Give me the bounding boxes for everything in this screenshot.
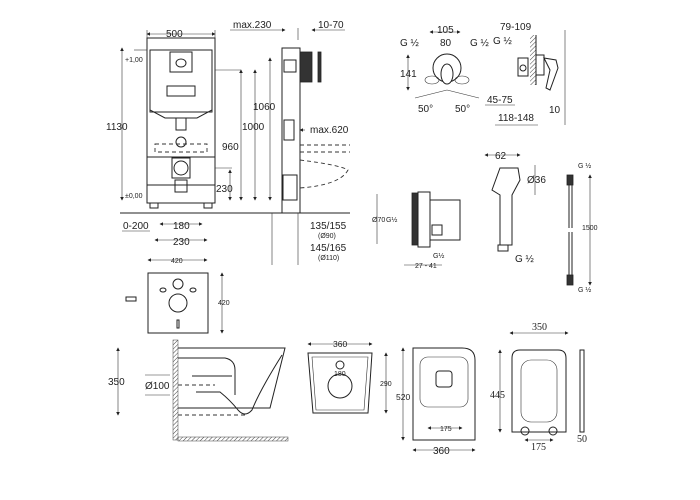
hose-g-bottom: G ½ bbox=[578, 286, 591, 294]
wall-offset-label: 10-70 bbox=[318, 20, 344, 31]
mixer-side-g: G ½ bbox=[493, 36, 513, 47]
hose-g-top: G ½ bbox=[578, 162, 591, 170]
bowl-top-width: 360 bbox=[433, 446, 450, 457]
mixer-side-79-109: 79-109 bbox=[500, 22, 532, 33]
shower-d36: Ø36 bbox=[527, 175, 546, 186]
mixer-height-141: 141 bbox=[400, 69, 417, 80]
level-zero-label: ±0,00 bbox=[125, 193, 143, 200]
seat-drawing: 350 445 175 50 bbox=[490, 322, 587, 453]
hose-drawing: G ½ 1500 G ½ bbox=[566, 162, 598, 294]
elbow-g-out: G½ bbox=[433, 252, 444, 260]
bowl-back-drawing: 360 180 290 bbox=[307, 339, 392, 414]
bowl-side-height: 350 bbox=[108, 377, 125, 388]
frame-front-view: +1,00 ±0,00 1130 960 1000 1060 230 500 1… bbox=[106, 29, 290, 248]
mixer-width-80: 80 bbox=[440, 38, 452, 49]
width-180: 180 bbox=[173, 221, 190, 232]
level-top-label: +1,00 bbox=[125, 57, 143, 64]
seat-thickness: 50 bbox=[577, 434, 587, 445]
pipe-90-diameter: (Ø90) bbox=[318, 233, 336, 240]
hand-shower-drawing: 62 Ø36 G ½ bbox=[484, 151, 546, 265]
mixer-side-118-148: 118-148 bbox=[498, 113, 534, 124]
pad-width: 420 bbox=[171, 258, 183, 265]
mixer-drawing: 105 80 G ½ G ½ 141 50° 50° 45-75 79-109 … bbox=[400, 22, 566, 126]
sound-pad-drawing: 420 420 bbox=[125, 258, 230, 334]
mixer-g-right: G ½ bbox=[470, 38, 490, 49]
bowl-top-bolt: 175 bbox=[440, 426, 452, 433]
mixer-g-left: G ½ bbox=[400, 38, 420, 49]
frame-height-1060: 1060 bbox=[253, 102, 276, 113]
mixer-width-105: 105 bbox=[437, 25, 454, 36]
elbow-g-in: G½ bbox=[386, 216, 397, 224]
angle-left: 50° bbox=[418, 104, 433, 115]
bowl-back-width: 360 bbox=[333, 339, 347, 349]
shower-width-62: 62 bbox=[495, 151, 507, 162]
width-230: 230 bbox=[173, 237, 190, 248]
base-0-200: 0-200 bbox=[123, 221, 149, 232]
mixer-side-10: 10 bbox=[549, 105, 561, 116]
frame-height-960: 960 bbox=[222, 142, 239, 153]
seat-hinge: 175 bbox=[531, 442, 546, 453]
frame-height-1000: 1000 bbox=[242, 122, 265, 133]
frame-side-view: max.230 10-70 max.620 135/155 (Ø90) 145/… bbox=[230, 20, 350, 265]
hose-length: 1500 bbox=[582, 225, 598, 232]
wall-elbow-drawing: Ø70 G½ G½ 27 - 41 bbox=[372, 191, 461, 270]
bowl-top-length: 520 bbox=[396, 392, 410, 402]
pipe-110-dim: 145/165 bbox=[310, 243, 347, 254]
elbow-d70: Ø70 bbox=[372, 217, 385, 224]
elbow-depth: 27 - 41 bbox=[415, 263, 437, 270]
seat-width: 350 bbox=[532, 322, 547, 333]
bowl-back-height: 290 bbox=[380, 381, 392, 388]
shower-g: G ½ bbox=[515, 254, 535, 265]
seat-length: 445 bbox=[490, 390, 505, 401]
max-620-label: max.620 bbox=[310, 125, 349, 136]
frame-height-230: 230 bbox=[216, 184, 233, 195]
angle-right: 50° bbox=[455, 104, 470, 115]
mixer-depth-45-75: 45-75 bbox=[487, 95, 513, 106]
pad-height: 420 bbox=[218, 300, 230, 307]
pipe-90-dim: 135/155 bbox=[310, 221, 347, 232]
frame-height-1130: 1130 bbox=[106, 122, 128, 133]
max-230-label: max.230 bbox=[233, 20, 272, 31]
bowl-side-outlet: Ø100 bbox=[145, 381, 170, 392]
bowl-top-drawing: 175 520 360 bbox=[396, 347, 476, 457]
frame-width-500: 500 bbox=[166, 29, 183, 40]
bowl-side-drawing: 350 Ø100 bbox=[108, 339, 289, 442]
pipe-110-diameter: (Ø110) bbox=[318, 255, 339, 262]
